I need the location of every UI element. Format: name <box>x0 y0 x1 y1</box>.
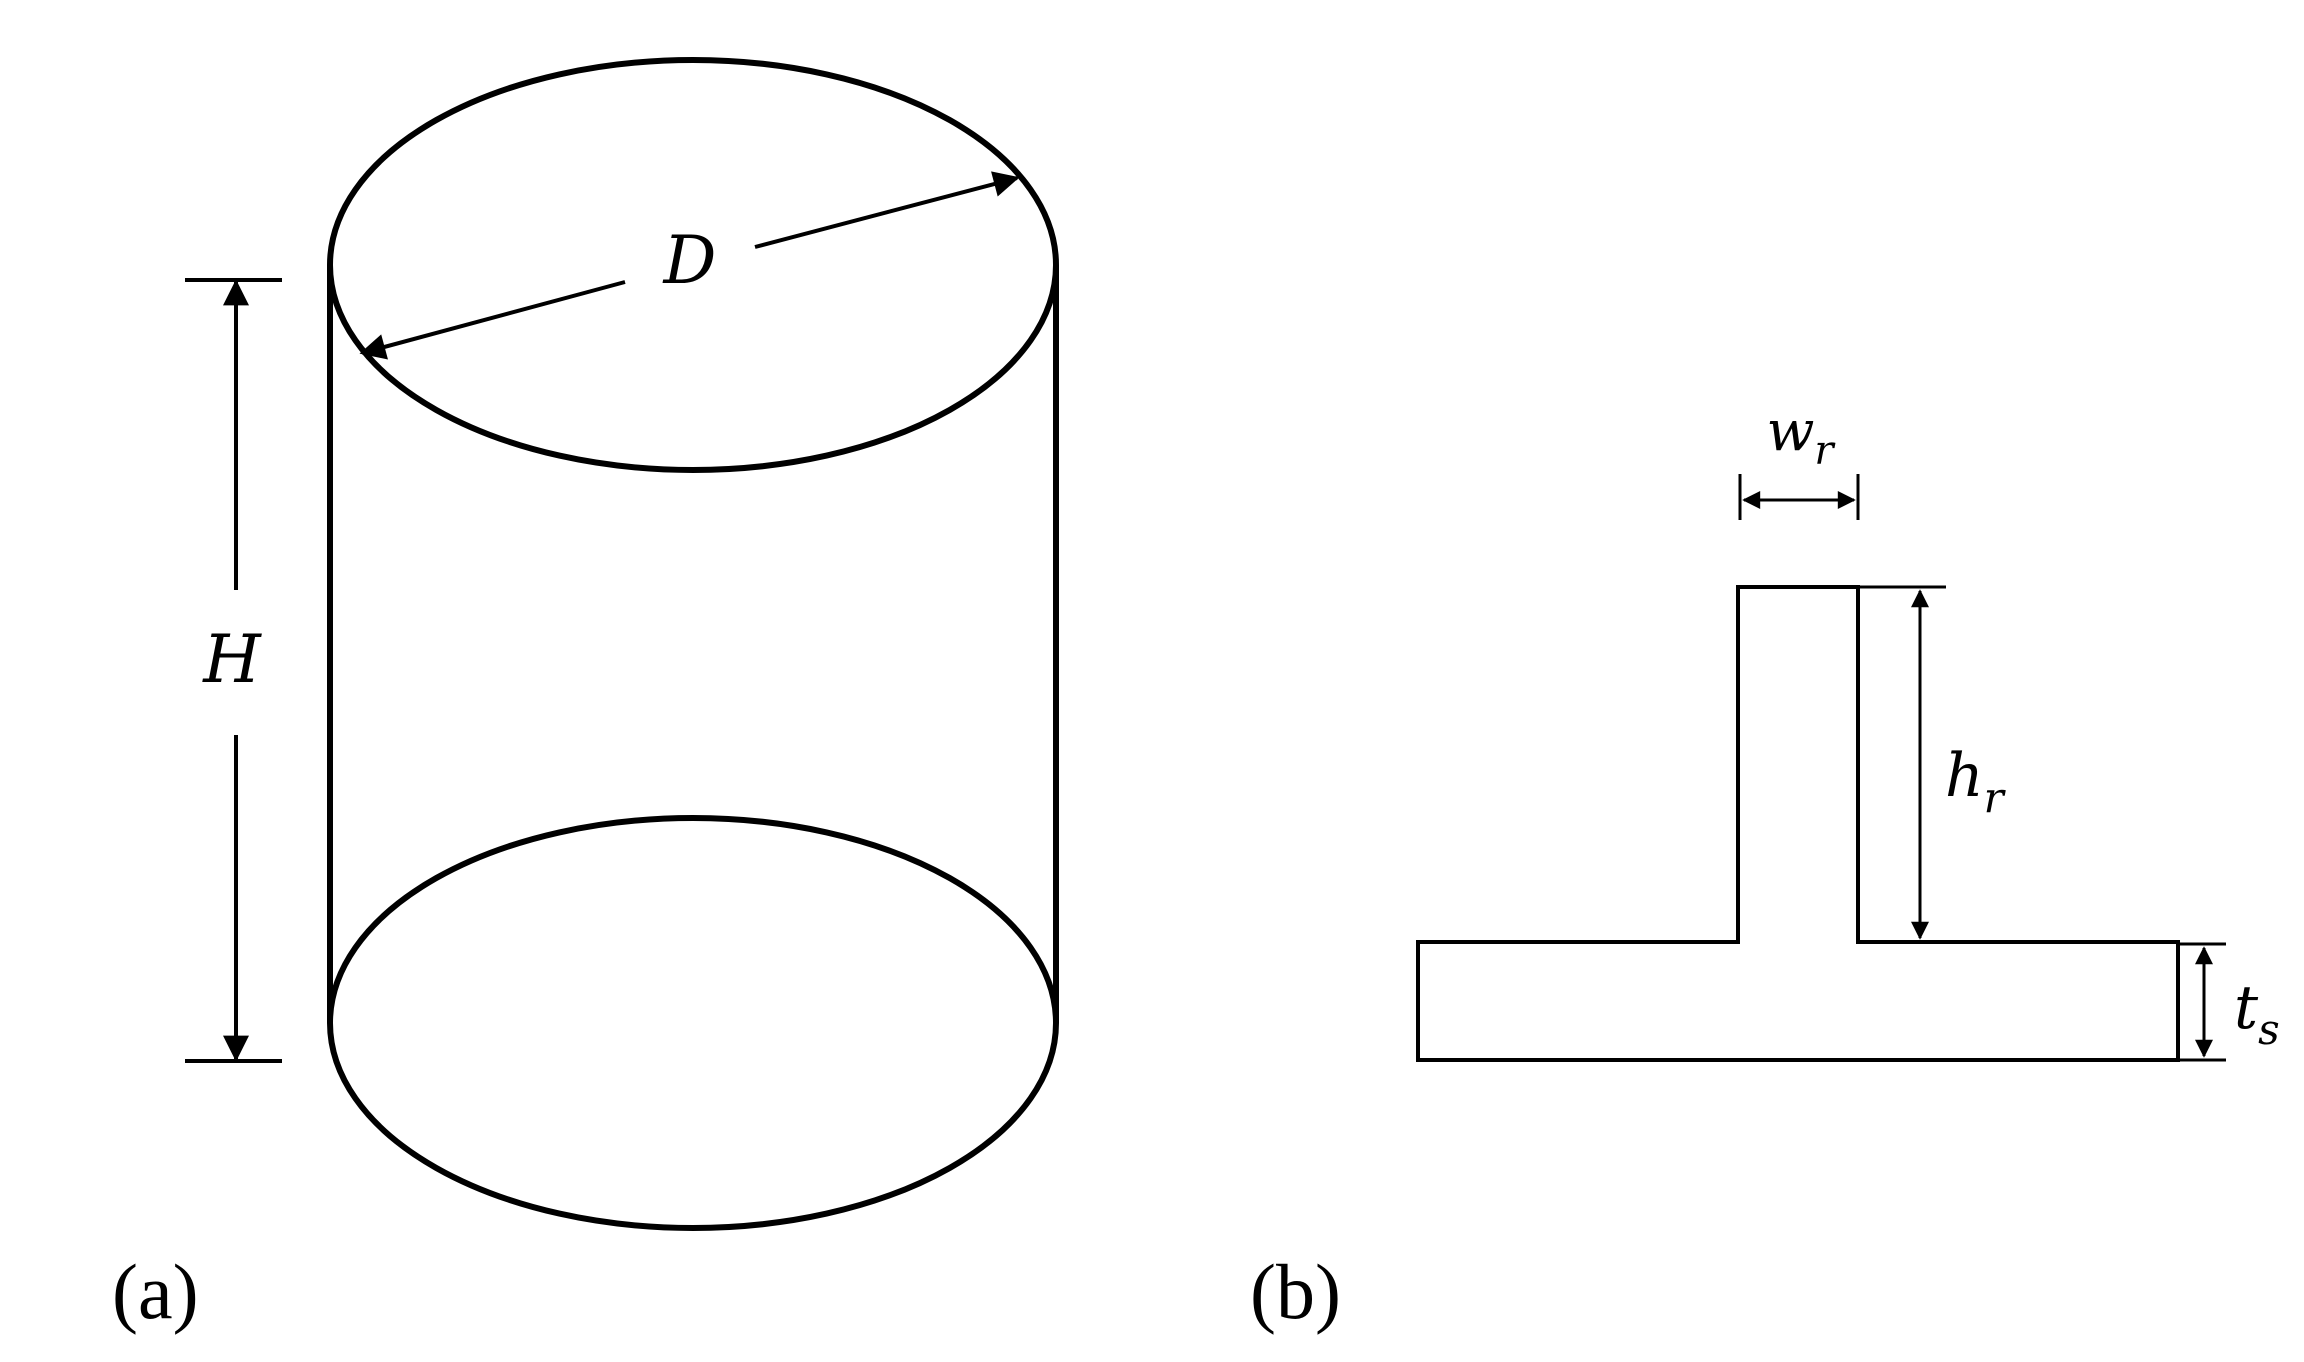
stiffener-cross-section: wr hr ts (b) <box>1250 399 2280 1335</box>
cylinder-diagram: D H (a) <box>112 57 1059 1335</box>
diameter-arrow-left <box>359 280 626 360</box>
skin-thickness-label: ts <box>2234 973 2280 1054</box>
rib-height-label: hr <box>1945 741 2007 822</box>
diameter-arrow-right <box>754 171 1020 249</box>
caption-b: (b) <box>1250 1248 1341 1335</box>
height-label: H <box>202 621 262 698</box>
rib-width-label: wr <box>1766 399 1836 474</box>
stiffener-outline <box>1416 585 2180 1062</box>
caption-a: (a) <box>112 1248 199 1335</box>
diameter-label: D <box>663 222 717 299</box>
cylinder-bottom-ellipse <box>327 815 1059 1231</box>
